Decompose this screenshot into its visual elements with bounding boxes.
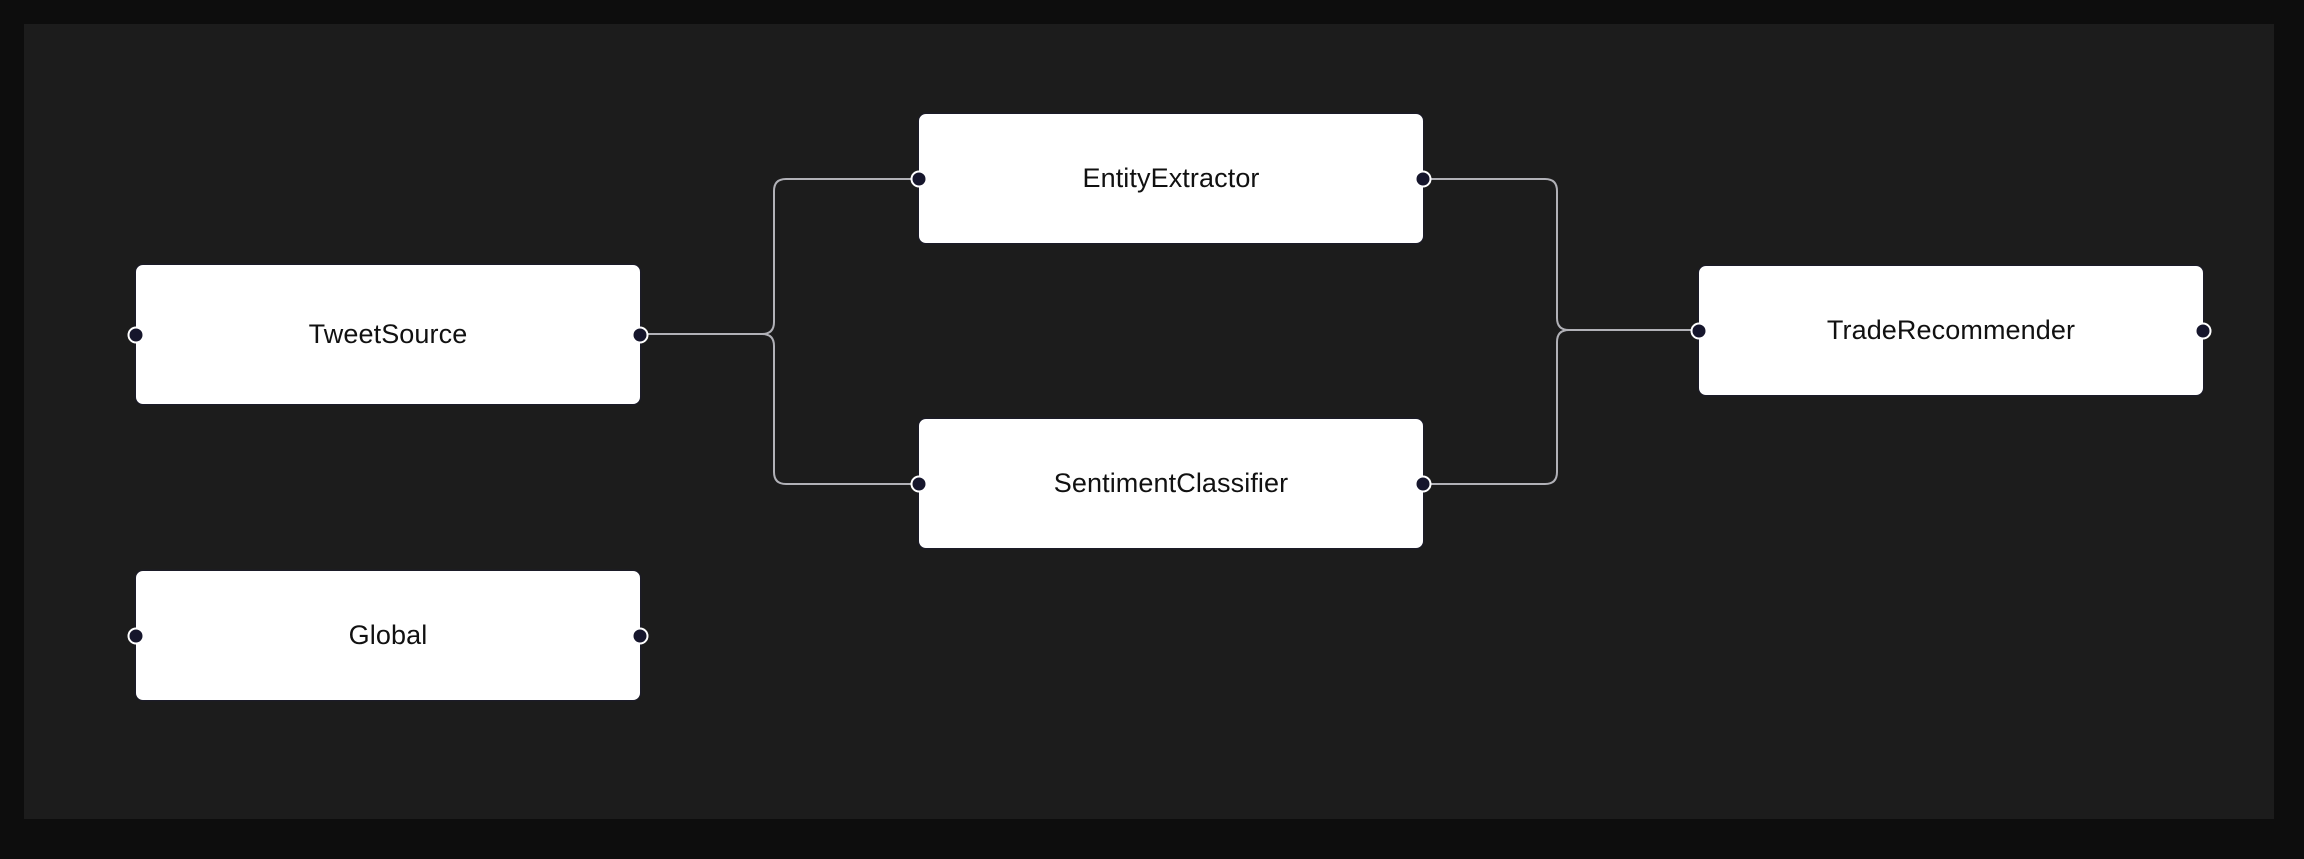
node-tweet-source[interactable]: TweetSource — [127, 264, 649, 405]
handle-right-tweet-source[interactable] — [631, 326, 649, 343]
handle-right-sentiment-classifier[interactable] — [1414, 475, 1432, 492]
handle-left-global[interactable] — [127, 627, 145, 644]
node-label-global: Global — [348, 620, 428, 650]
node-label-sentiment-classifier: SentimentClassifier — [1053, 468, 1289, 498]
handle-left-sentiment-classifier[interactable] — [910, 475, 928, 492]
edge-tweet-source-to-sentiment-classifier[interactable] — [643, 333, 916, 485]
handle-right-entity-extractor[interactable] — [1414, 170, 1432, 187]
node-label-tweet-source: TweetSource — [308, 319, 468, 349]
handle-left-entity-extractor[interactable] — [910, 170, 928, 187]
edge-tweet-source-to-entity-extractor[interactable] — [643, 178, 916, 335]
edge-sentiment-classifier-to-trade-recommender[interactable] — [1426, 329, 1696, 485]
handle-right-global[interactable] — [631, 627, 649, 644]
node-global[interactable]: Global — [127, 570, 649, 701]
node-label-trade-recommender: TradeRecommender — [1826, 315, 2076, 345]
handle-left-tweet-source[interactable] — [127, 326, 145, 343]
node-label-entity-extractor: EntityExtractor — [1082, 163, 1260, 193]
node-trade-recommender[interactable]: TradeRecommender — [1690, 265, 2212, 396]
handle-left-trade-recommender[interactable] — [1690, 322, 1708, 339]
node-entity-extractor[interactable]: EntityExtractor — [910, 113, 1432, 244]
handle-right-trade-recommender[interactable] — [2194, 322, 2212, 339]
node-sentiment-classifier[interactable]: SentimentClassifier — [910, 418, 1432, 549]
edge-entity-extractor-to-trade-recommender[interactable] — [1426, 178, 1696, 331]
